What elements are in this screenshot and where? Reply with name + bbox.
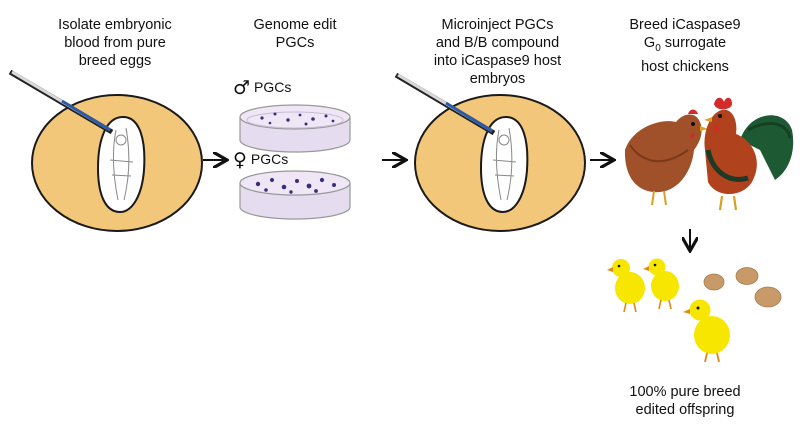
step-2-line-2: PGCs [275,35,315,51]
step-4-line-2: G0 surrogate [610,34,760,58]
needle-2-icon [394,72,496,136]
step-1-caption: Isolate embryonic blood from pure breed … [30,16,200,70]
step-1-line-3: breed eggs [78,53,152,69]
rooster-icon [704,97,794,211]
step-3-caption: Microinject PGCs and B/B compound into i… [410,16,585,88]
generation-subscript: 0 [655,42,661,54]
egg-1-illustration [31,94,203,232]
female-dish-text: PGCs [250,151,289,167]
step-3-line-4: embryos [469,71,526,87]
step-5-caption: 100% pure breed edited offspring [600,383,770,419]
step-4-line-2-text: surrogate [664,35,727,51]
chick-3-icon [683,299,730,363]
hen-icon [624,109,708,206]
step-3-line-3: into iCaspase9 host [433,53,562,69]
step-5-line-1: 100% pure breed [629,384,741,400]
male-pgc-dish [239,104,351,153]
male-dish-label: ♂PGCs [233,77,291,99]
step-3-line-2: and B/B compound [435,35,560,51]
step-1-line-1: Isolate embryonic [58,17,172,33]
step-4-line-3: host chickens [641,58,729,75]
step-1-line-2: blood from pure [64,35,166,51]
step-3-line-1: Microinject PGCs [441,17,554,33]
female-symbol-icon: ♀ [233,149,247,171]
male-symbol-icon: ♂ [233,77,251,99]
step-4-line-1: Breed iCaspase9 [629,17,741,33]
male-dish-text: PGCs [254,79,292,95]
chick-1-icon [607,259,645,313]
generation-prefix: G [643,35,656,51]
egg-2-illustration [414,94,586,232]
step-4-caption: Breed iCaspase9 G0 surrogate host chicke… [610,16,760,76]
chick-2-icon [643,258,679,310]
step-2-caption: Genome edit PGCs [230,16,360,52]
female-dish-label: ♀PGCs [233,149,288,171]
step-5-line-2: edited offspring [635,402,735,418]
eggs-icon [703,267,782,308]
needle-1-icon [8,69,114,135]
step-2-line-1: Genome edit [253,17,337,33]
female-pgc-dish [239,170,351,220]
